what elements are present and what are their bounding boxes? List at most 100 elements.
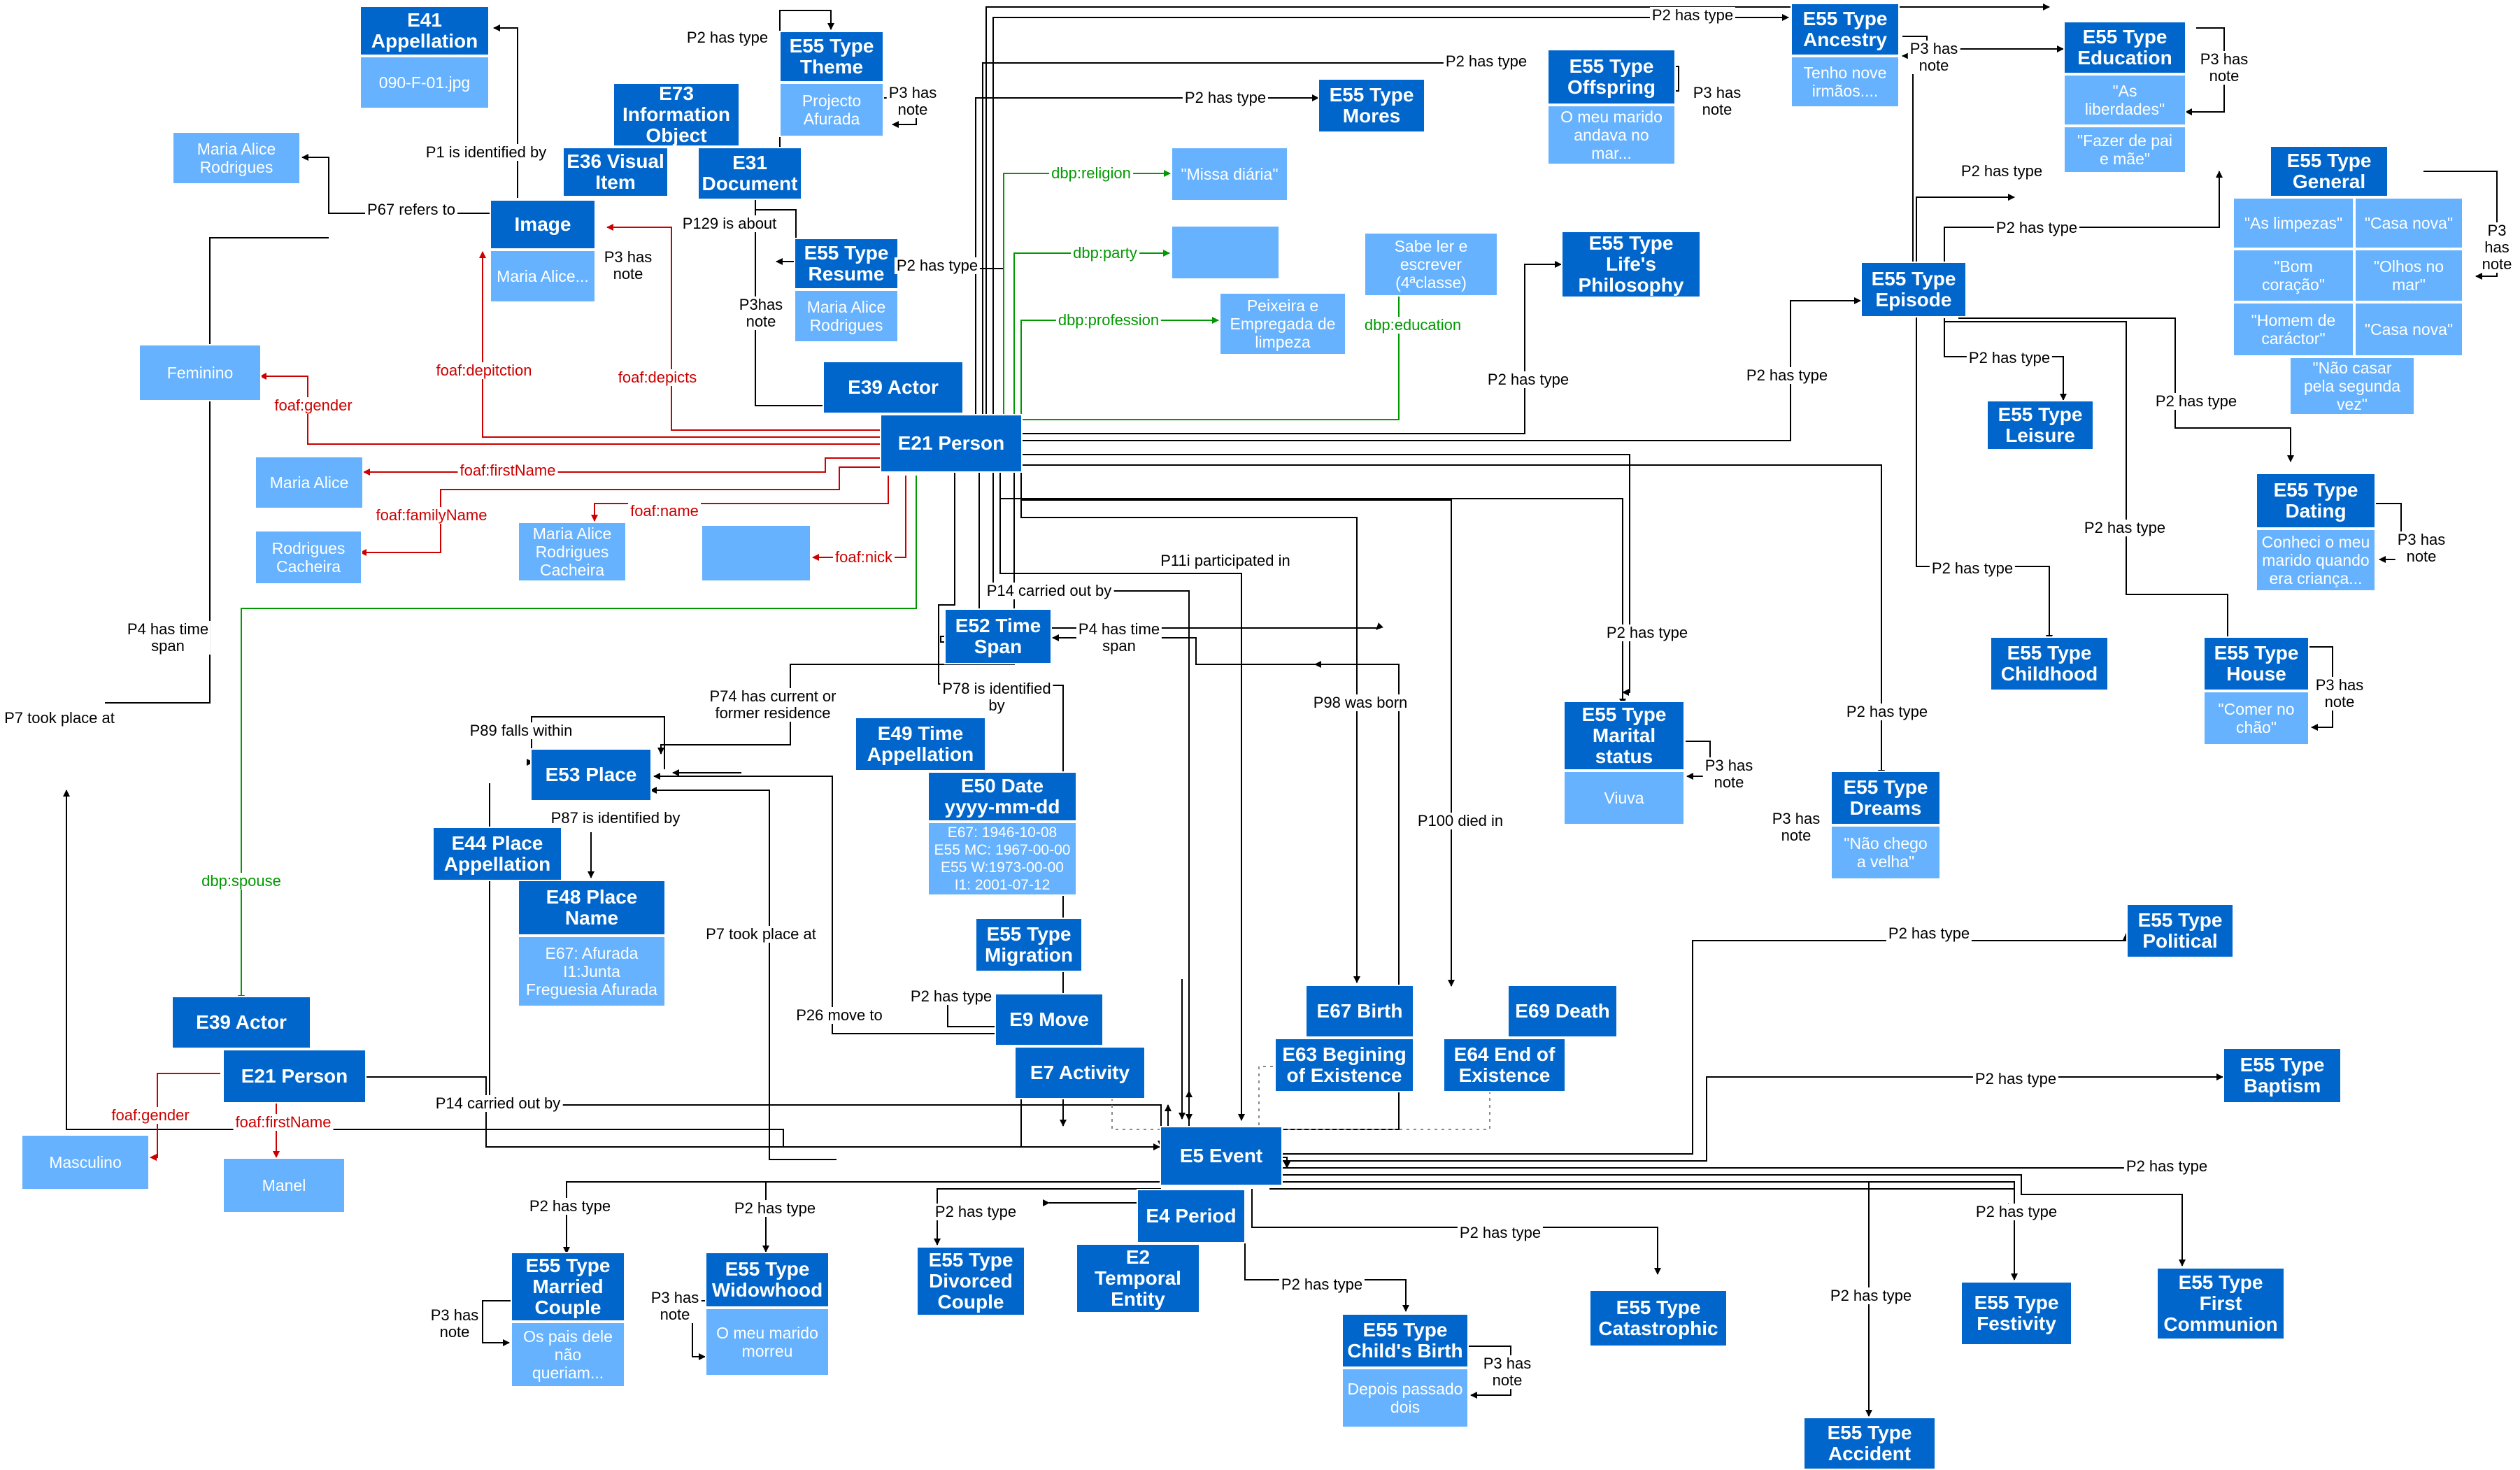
node-e4-period[interactable]: E4 Period bbox=[1137, 1189, 1246, 1243]
node-maria-alice: Maria Alice bbox=[255, 456, 364, 509]
node-e21-person-top[interactable]: E21 Person bbox=[880, 414, 1023, 473]
label-p2-has-type-general: P2 has type bbox=[1993, 220, 2080, 236]
node-type-widowhood[interactable]: E55 Type Widowhood bbox=[705, 1252, 830, 1308]
node-image-note: Maria Alice... bbox=[490, 250, 596, 303]
label-foaf-depiction: foaf:depitction bbox=[434, 362, 534, 379]
node-type-lifes-philosophy[interactable]: E55 Type Life's Philosophy bbox=[1561, 231, 1701, 298]
node-e49-time-appellation[interactable]: E49 Time Appellation bbox=[855, 717, 986, 771]
node-type-ancestry-note: Tenho nove irmãos.... bbox=[1791, 56, 1900, 108]
node-type-dating-note: Conheci o meu marido quando era criança.… bbox=[2256, 529, 2376, 592]
node-manel: Manel bbox=[222, 1157, 346, 1213]
label-foaf-name: foaf:name bbox=[628, 503, 701, 520]
node-masculino: Masculino bbox=[21, 1134, 150, 1190]
label-foaf-firstname-top: foaf:firstName bbox=[457, 462, 558, 479]
node-maria-alice-rodrigues: Maria Alice Rodrigues bbox=[172, 131, 301, 185]
label-p67-refers-to: P67 refers to bbox=[365, 201, 457, 218]
node-e7-activity[interactable]: E7 Activity bbox=[1014, 1046, 1146, 1099]
node-e44-place-appellation[interactable]: E44 Place Appellation bbox=[432, 827, 562, 881]
node-e39-actor-top[interactable]: E39 Actor bbox=[823, 361, 964, 414]
node-type-offspring[interactable]: E55 Type Offspring bbox=[1547, 49, 1676, 105]
label-p89-falls-within: P89 falls within bbox=[467, 722, 575, 739]
label-foaf-gender-bottom: foaf:gender bbox=[109, 1107, 192, 1124]
label-p2-has-type-dreams: P2 has type bbox=[1844, 704, 1930, 720]
label-p3-has-note-theme: P3 has note bbox=[886, 85, 939, 118]
node-type-childs-birth[interactable]: E55 Type Child's Birth bbox=[1341, 1313, 1469, 1368]
node-e21-person-bottom[interactable]: E21 Person bbox=[222, 1049, 366, 1104]
node-type-theme-note: Projecto Afurada bbox=[779, 83, 884, 137]
node-type-mores[interactable]: E55 Type Mores bbox=[1318, 78, 1425, 133]
node-e41-appellation[interactable]: E41 Appellation bbox=[360, 6, 490, 56]
label-p2-has-type-festivity: P2 has type bbox=[1973, 1204, 2060, 1220]
node-e52-time-span[interactable]: E52 Time Span bbox=[944, 608, 1052, 664]
node-type-episode[interactable]: E55 Type Episode bbox=[1860, 262, 1967, 317]
node-e53-place[interactable]: E53 Place bbox=[530, 748, 652, 801]
label-p2-has-type-ancestry: P2 has type bbox=[1649, 7, 1736, 24]
label-p78-is-identified-by: P78 is identified by bbox=[940, 680, 1053, 714]
label-p2-has-type-marital: P2 has type bbox=[1604, 625, 1690, 641]
node-e39-actor-bottom[interactable]: E39 Actor bbox=[171, 996, 311, 1049]
node-type-childhood[interactable]: E55 Type Childhood bbox=[1990, 636, 2109, 691]
node-e67-birth[interactable]: E67 Birth bbox=[1305, 985, 1414, 1038]
node-type-general[interactable]: E55 Type General bbox=[2270, 145, 2389, 197]
label-p3-has-note-education: P3 has note bbox=[2198, 51, 2251, 85]
node-e36-visual-item[interactable]: E36 Visual Item bbox=[562, 147, 669, 197]
node-e73-information-object[interactable]: E73 Information Object bbox=[613, 83, 740, 147]
node-type-house[interactable]: E55 Type House bbox=[2203, 636, 2309, 691]
node-type-accident[interactable]: E55 Type Accident bbox=[1803, 1417, 1936, 1470]
label-foaf-nick: foaf:nick bbox=[833, 549, 895, 566]
node-type-education-note-1: "As liberdades" bbox=[2063, 74, 2186, 126]
node-type-house-note: "Comer no chão" bbox=[2203, 691, 2309, 745]
node-type-ancestry[interactable]: E55 Type Ancestry bbox=[1791, 3, 1900, 56]
label-p3-has-note-dating: P3 has note bbox=[2395, 531, 2448, 565]
node-type-married-couple-note: Os pais dele não queriam... bbox=[511, 1322, 625, 1387]
node-type-dating[interactable]: E55 Type Dating bbox=[2256, 473, 2376, 529]
node-type-first-communion[interactable]: E55 Type First Communion bbox=[2156, 1267, 2285, 1340]
label-p2-has-type-migration: P2 has type bbox=[908, 988, 995, 1005]
label-p129-is-about: P129 is about bbox=[680, 215, 779, 232]
node-type-catastrophic[interactable]: E55 Type Catastrophic bbox=[1589, 1290, 1728, 1347]
label-p2-has-type-childhood: P2 has type bbox=[1929, 560, 2016, 577]
label-p2-has-type-first-communion: P2 has type bbox=[2123, 1158, 2210, 1175]
node-religion-value: "Missa diária" bbox=[1171, 147, 1288, 201]
node-e2-temporal-entity[interactable]: E2 Temporal Entity bbox=[1076, 1243, 1200, 1313]
label-p26-move-to: P26 move to bbox=[794, 1007, 885, 1024]
label-foaf-gender-top: foaf:gender bbox=[272, 397, 355, 414]
node-type-marital-status[interactable]: E55 Type Marital status bbox=[1563, 701, 1685, 771]
node-e5-event[interactable]: E5 Event bbox=[1160, 1126, 1283, 1186]
node-type-festivity[interactable]: E55 Type Festivity bbox=[1960, 1281, 2072, 1346]
node-type-resume[interactable]: E55 Type Resume bbox=[794, 238, 899, 290]
node-e63-beginning-of-existence[interactable]: E63 Begining of Existence bbox=[1274, 1038, 1414, 1092]
node-e9-move[interactable]: E9 Move bbox=[995, 993, 1104, 1046]
label-p100-died-in: P100 died in bbox=[1415, 813, 1506, 829]
node-type-education[interactable]: E55 Type Education bbox=[2063, 21, 2186, 74]
label-p2-has-type-divorced: P2 has type bbox=[932, 1204, 1019, 1220]
node-type-theme[interactable]: E55 Type Theme bbox=[779, 31, 884, 83]
label-p2-has-type-leisure: P2 has type bbox=[1966, 350, 2053, 366]
node-e48-place-name[interactable]: E48 Place Name bbox=[518, 880, 666, 936]
node-type-leisure[interactable]: E55 Type Leisure bbox=[1986, 400, 2094, 450]
label-p2-has-type-political: P2 has type bbox=[1886, 925, 1972, 942]
node-e64-end-of-existence[interactable]: E64 End of Existence bbox=[1443, 1038, 1566, 1092]
label-p2-has-type-married: P2 has type bbox=[527, 1198, 613, 1215]
node-e50-date[interactable]: E50 Date yyyy-mm-dd bbox=[927, 771, 1077, 822]
node-type-political[interactable]: E55 Type Political bbox=[2126, 904, 2234, 958]
node-general-note-4: "Olhos no mar" bbox=[2354, 249, 2463, 302]
node-image[interactable]: Image bbox=[490, 199, 596, 250]
node-e31-document[interactable]: E31 Document bbox=[697, 147, 802, 200]
label-p2-has-type-mores: P2 has type bbox=[1182, 90, 1269, 106]
node-rodrigues-cacheira: Rodrigues Cacheira bbox=[255, 530, 362, 585]
node-type-married-couple[interactable]: E55 Type Married Couple bbox=[511, 1252, 625, 1322]
node-type-divorced-couple[interactable]: E55 Type Divorced Couple bbox=[916, 1246, 1025, 1316]
node-e69-death[interactable]: E69 Death bbox=[1507, 985, 1618, 1038]
node-type-childs-birth-note: Depois passado dois bbox=[1341, 1368, 1469, 1428]
label-p3-has-note-marital: P3 has note bbox=[1702, 757, 1756, 791]
label-p7-took-place-at-right: P7 took place at bbox=[704, 926, 818, 943]
label-p2-has-type-theme: P2 has type bbox=[684, 29, 771, 46]
label-p2-has-type-baptism: P2 has type bbox=[1972, 1071, 2059, 1087]
node-type-migration[interactable]: E55 Type Migration bbox=[975, 918, 1083, 972]
node-general-note-2: "Casa nova" bbox=[2354, 197, 2463, 249]
node-type-baptism[interactable]: E55 Type Baptism bbox=[2223, 1048, 2342, 1104]
node-type-dreams[interactable]: E55 Type Dreams bbox=[1830, 771, 1941, 825]
